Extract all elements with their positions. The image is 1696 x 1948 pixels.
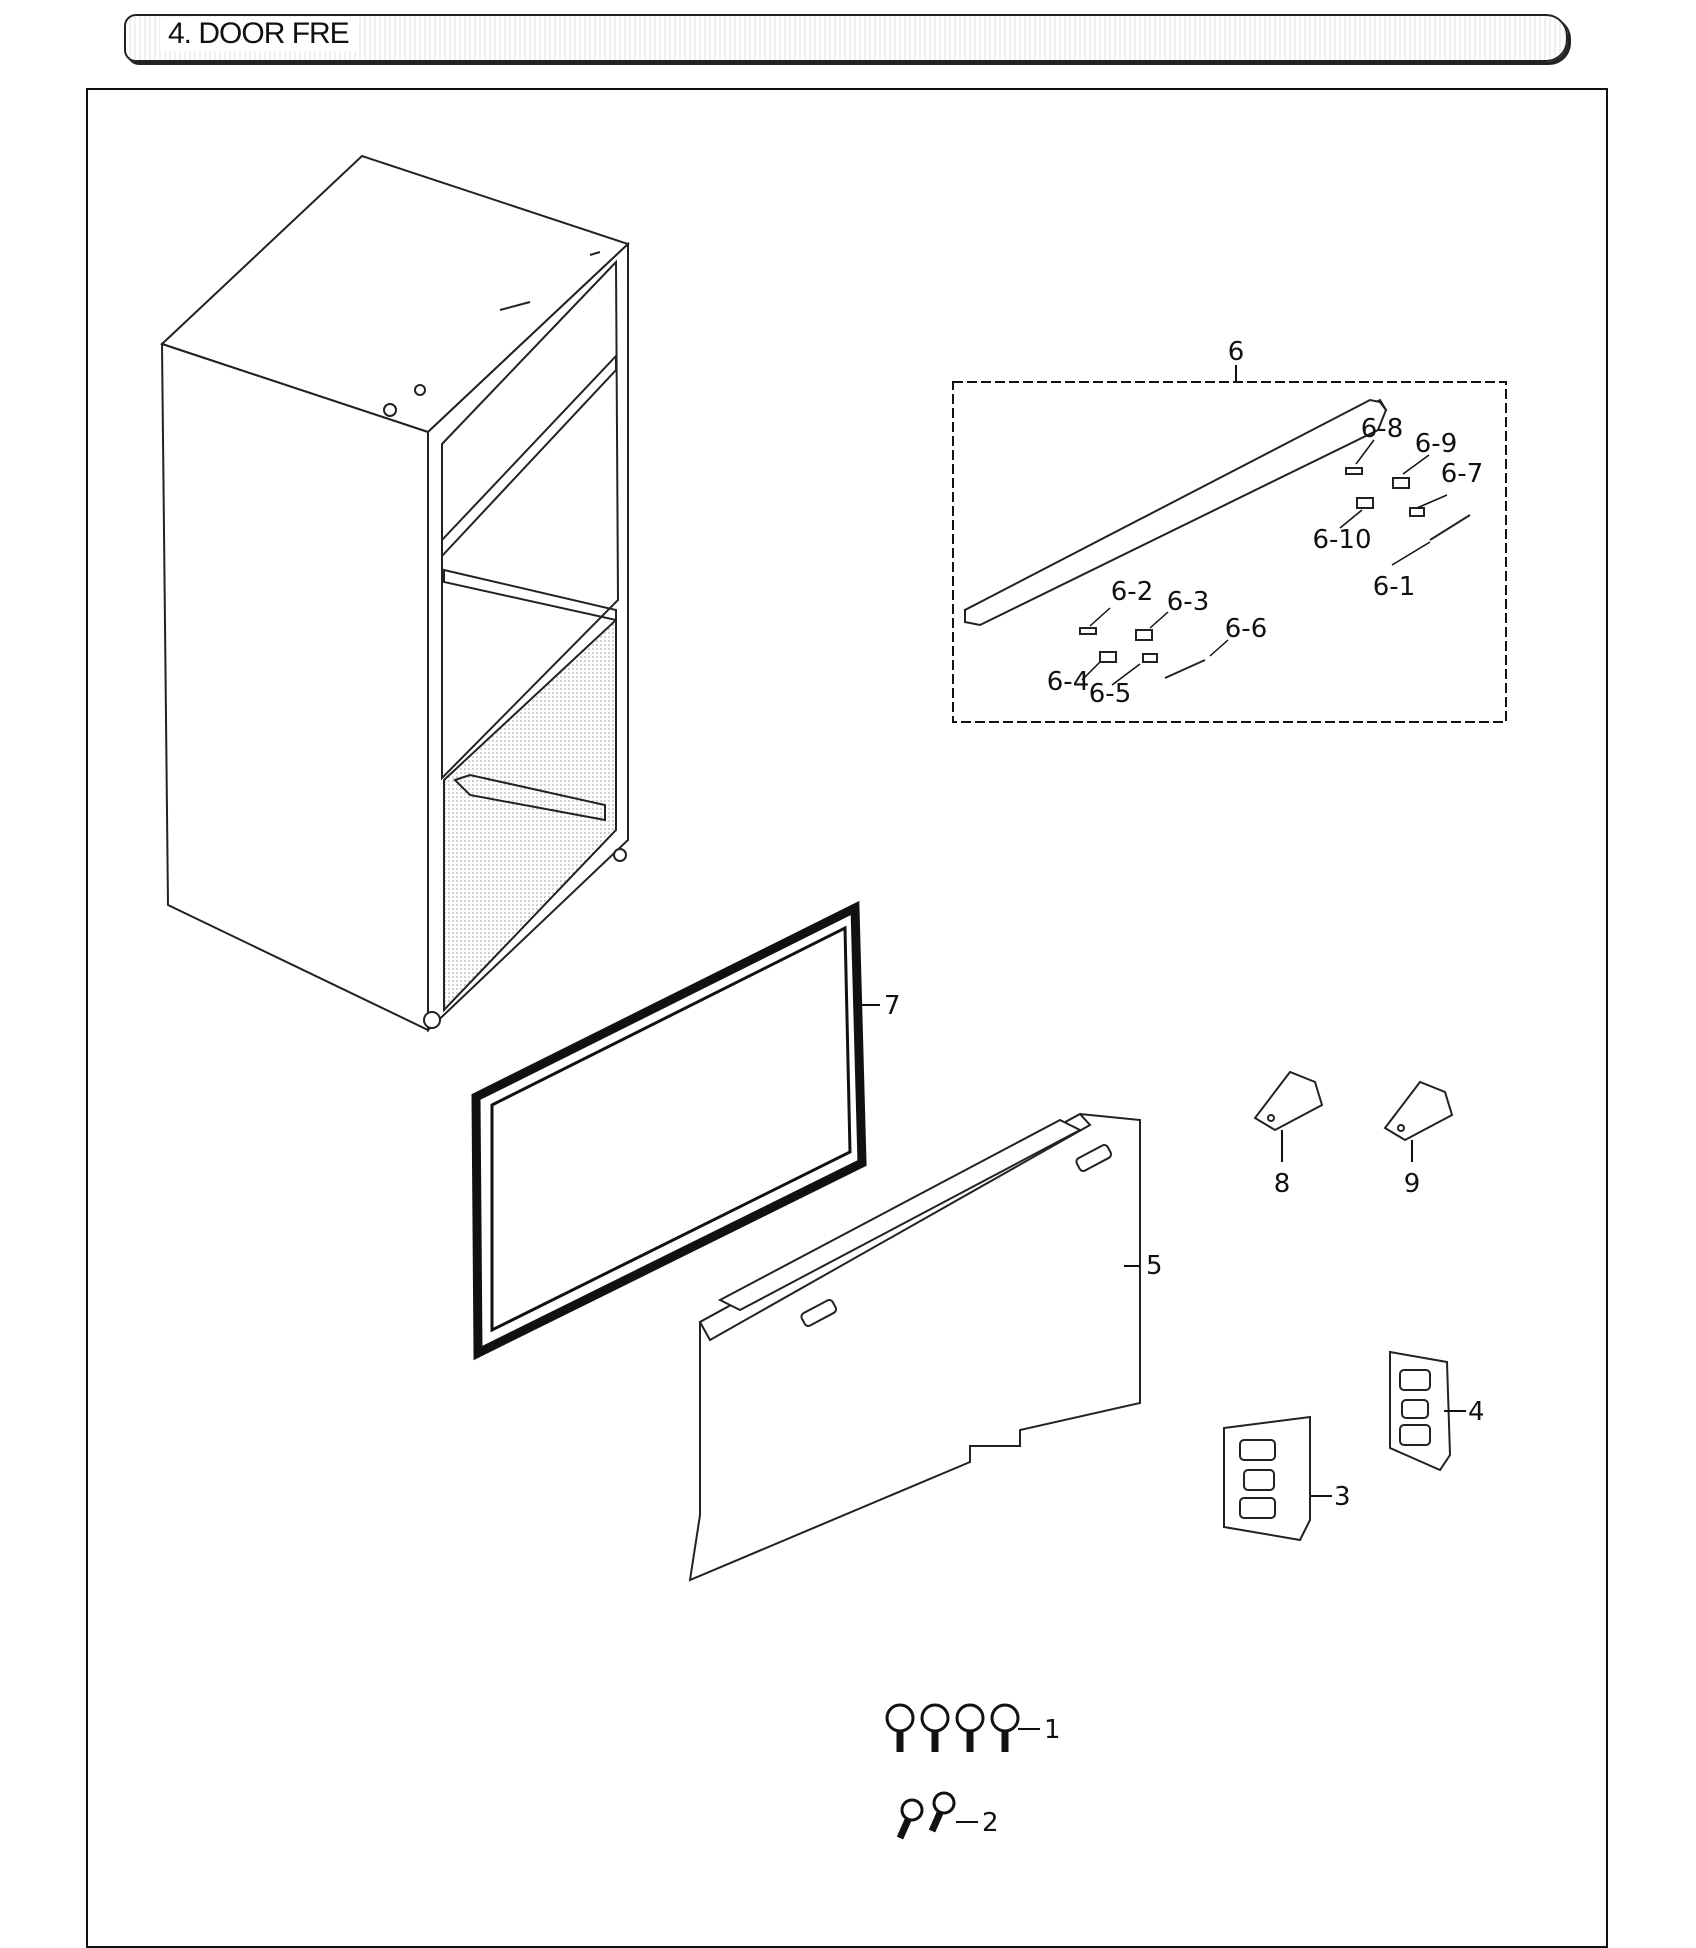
refrigerator-cabinet [160,154,630,1033]
callout-6-9: 6-9 [1415,429,1457,459]
screw-set-1 [885,1703,1020,1752]
callout-9: 9 [1404,1169,1421,1199]
callout-3: 3 [1334,1482,1351,1512]
callout-6-1: 6-1 [1373,572,1415,602]
callout-5: 5 [1146,1251,1163,1281]
callout-6-3: 6-3 [1167,587,1209,617]
callout-6-8: 6-8 [1361,414,1403,444]
callout-1: 1 [1044,1715,1061,1745]
bracket-3 [1223,1415,1311,1542]
section-title-bar [124,14,1568,62]
callout-6-10: 6-10 [1312,525,1371,555]
bracket-4 [1389,1350,1452,1472]
callout-6-4: 6-4 [1047,667,1089,697]
callout-8: 8 [1274,1169,1291,1199]
callout-6: 6 [1228,337,1245,367]
door-gasket [471,900,867,1361]
hinge-9 [1383,1080,1454,1142]
handle-small-parts [1079,467,1471,679]
handle-assembly-group [952,365,1507,723]
door-handle-trim [963,398,1388,627]
section-title: 4. DOOR FRE [160,17,357,51]
callout-6-2: 6-2 [1111,577,1153,607]
callout-6-5: 6-5 [1089,679,1131,709]
screw-set-2 [896,1791,956,1840]
freezer-door [688,1112,1141,1582]
leader-lines [1081,439,1448,686]
callout-4: 4 [1468,1397,1485,1427]
callout-7: 7 [884,991,901,1021]
callout-labels: 6 6-8 6-9 6-7 6-10 6-1 6-2 6-3 6-6 6-4 6… [884,337,1485,1838]
hinge-8 [1253,1070,1324,1132]
callout-6-6: 6-6 [1225,614,1267,644]
callout-6-7: 6-7 [1441,459,1483,489]
callout-2: 2 [982,1808,999,1838]
